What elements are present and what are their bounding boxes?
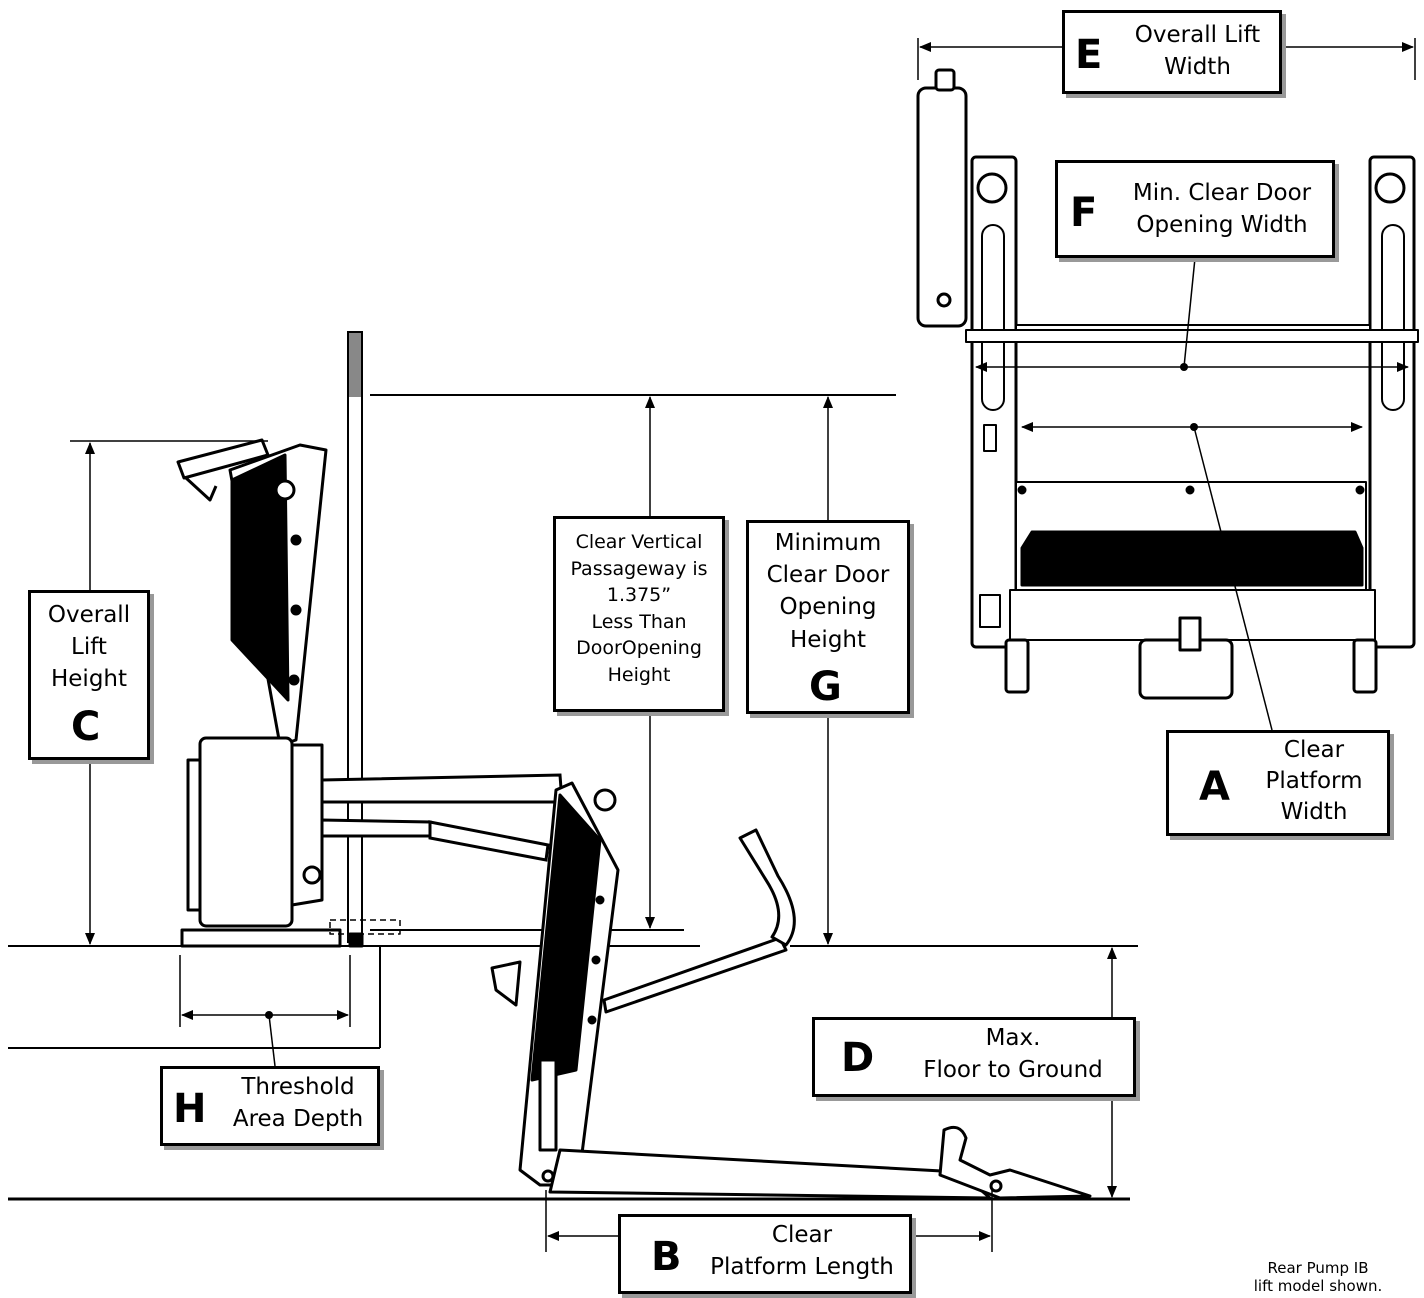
label-clear-vertical-passageway: Clear Vertical Passageway is 1.375” Less… — [553, 516, 725, 712]
letter-f: F — [1070, 190, 1098, 236]
deployed-lift-illustration — [490, 781, 1092, 1200]
front-view-lift-illustration — [916, 68, 1419, 700]
letter-d: D — [841, 1035, 875, 1081]
label-g-min-clear-door-height: Minimum Clear Door Opening Height G — [746, 520, 910, 714]
label-e-overall-lift-width: E Overall Lift Width — [1062, 10, 1282, 94]
label-b-clear-platform-length: B Clear Platform Length — [618, 1214, 912, 1294]
letter-e: E — [1075, 32, 1103, 78]
lift-arms — [320, 773, 564, 862]
label-h-threshold-area-depth: H Threshold Area Depth — [160, 1066, 380, 1146]
label-g-text: Minimum Clear Door Opening Height — [766, 530, 890, 653]
dimension-dots — [265, 363, 1198, 1019]
model-footnote: Rear Pump IB lift model shown. — [1253, 1258, 1383, 1296]
letter-h: H — [173, 1086, 207, 1132]
label-a-clear-platform-width: A Clear Platform Width — [1166, 730, 1390, 836]
label-e-text: Overall Lift Width — [1134, 22, 1261, 81]
label-b-text: Clear Platform Length — [710, 1222, 894, 1281]
label-f-text: Min. Clear Door Opening Width — [1132, 180, 1312, 239]
label-d-text: Max. Floor to Ground — [923, 1025, 1103, 1084]
label-c-text: Overall Lift Height — [47, 602, 131, 693]
letter-c: C — [71, 704, 101, 750]
label-f-min-clear-door-width: F Min. Clear Door Opening Width — [1055, 160, 1335, 258]
label-a-text: Clear Platform Width — [1265, 737, 1363, 826]
passageway-text: Clear Vertical Passageway is 1.375” Less… — [570, 531, 708, 686]
label-c-overall-lift-height: Overall Lift Height C — [28, 590, 150, 760]
letter-a: A — [1199, 764, 1230, 810]
stowed-lift-illustration — [176, 438, 401, 948]
label-h-text: Threshold Area Depth — [232, 1074, 364, 1133]
letter-g: G — [809, 664, 842, 710]
dimension-lines — [70, 38, 1416, 1252]
label-d-max-floor-to-ground: D Max. Floor to Ground — [812, 1017, 1136, 1097]
letter-b: B — [651, 1234, 682, 1280]
